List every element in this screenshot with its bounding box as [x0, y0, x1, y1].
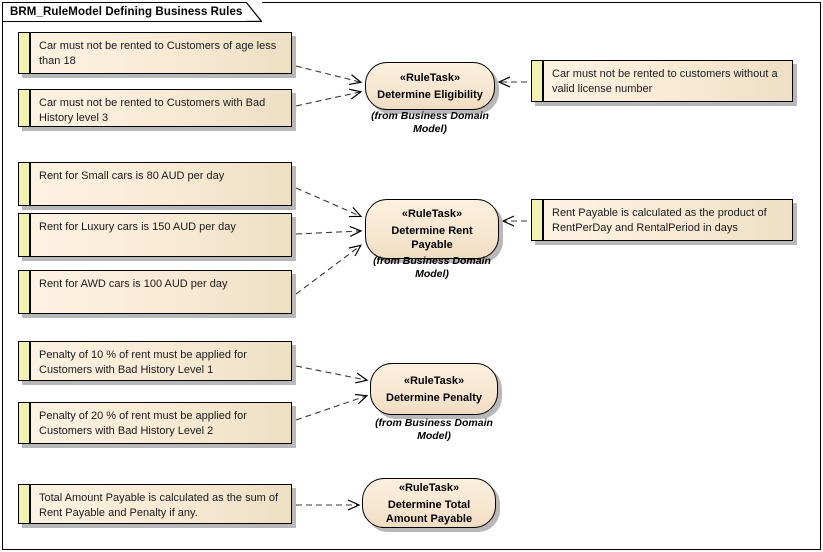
- task-stereotype: «RuleTask»: [403, 374, 465, 387]
- business-rule-note[interactable]: Penalty of 10 % of rent must be applied …: [18, 341, 296, 385]
- rule-task-node[interactable]: «RuleTask» Determine Total Amount Payable: [362, 478, 500, 532]
- rule-task-node[interactable]: «RuleTask» Determine Eligibility: [365, 62, 499, 114]
- note-body: Total Amount Payable is calculated as th…: [18, 484, 292, 524]
- note-body: Car must not be rented to Customers with…: [18, 89, 292, 127]
- business-rule-note[interactable]: Rent for Luxury cars is 150 AUD per day: [18, 213, 296, 261]
- business-rule-note[interactable]: Rent for Small cars is 80 AUD per day: [18, 162, 296, 210]
- rule-task-node[interactable]: «RuleTask» Determine Rent Payable: [365, 199, 503, 263]
- note-accent-stripe: [19, 33, 31, 73]
- note-accent-stripe: [19, 214, 31, 256]
- task-body: «RuleTask» Determine Total Amount Payable: [362, 478, 496, 528]
- task-stereotype: «RuleTask»: [398, 481, 460, 494]
- note-text: Rent Payable is calculated as the produc…: [552, 207, 767, 234]
- note-text: Rent for Luxury cars is 150 AUD per day: [39, 221, 236, 233]
- note-body: Rent for AWD cars is 100 AUD per day: [18, 270, 292, 314]
- note-accent-stripe: [19, 403, 31, 443]
- business-rule-note[interactable]: Total Amount Payable is calculated as th…: [18, 484, 296, 528]
- rule-task-node[interactable]: «RuleTask» Determine Penalty: [370, 363, 502, 419]
- task-package-caption: (from Business Domain Model): [371, 110, 489, 135]
- note-accent-stripe: [19, 271, 31, 313]
- diagram-title-tab[interactable]: BRM_RuleModel Defining Business Rules: [2, 2, 263, 22]
- task-package-caption: (from Business Domain Model): [373, 255, 491, 280]
- note-body: Rent Payable is calculated as the produc…: [531, 199, 793, 241]
- note-accent-stripe: [19, 163, 31, 205]
- note-accent-stripe: [532, 200, 544, 240]
- task-body: «RuleTask» Determine Eligibility: [365, 62, 495, 110]
- task-name-label: Determine Eligibility: [377, 88, 483, 101]
- task-stereotype: «RuleTask»: [401, 207, 463, 220]
- note-body: Penalty of 20 % of rent must be applied …: [18, 402, 292, 444]
- note-body: Rent for Luxury cars is 150 AUD per day: [18, 213, 292, 257]
- note-text: Penalty of 10 % of rent must be applied …: [39, 349, 247, 376]
- task-body: «RuleTask» Determine Penalty: [370, 363, 498, 415]
- diagram-title-label: BRM_RuleModel Defining Business Rules: [10, 6, 243, 18]
- note-body: Car must not be rented to customers with…: [531, 60, 793, 102]
- task-body: «RuleTask» Determine Rent Payable: [365, 199, 499, 259]
- note-text: Car must not be rented to Customers of a…: [39, 40, 277, 67]
- note-body: Rent for Small cars is 80 AUD per day: [18, 162, 292, 206]
- note-accent-stripe: [532, 61, 544, 101]
- business-rule-note[interactable]: Car must not be rented to Customers with…: [18, 89, 296, 131]
- note-text: Penalty of 20 % of rent must be applied …: [39, 410, 247, 437]
- business-rule-note[interactable]: Penalty of 20 % of rent must be applied …: [18, 402, 296, 448]
- task-name-label: Determine Rent Payable: [391, 224, 473, 251]
- note-text: Car must not be rented to Customers with…: [39, 97, 266, 124]
- task-package-caption: (from Business Domain Model): [375, 417, 493, 442]
- task-name-label: Determine Penalty: [386, 391, 482, 404]
- task-stereotype: «RuleTask»: [399, 71, 461, 84]
- note-body: Penalty of 10 % of rent must be applied …: [18, 341, 292, 381]
- tab-slant-edge: [246, 2, 263, 22]
- business-rule-note[interactable]: Car must not be rented to Customers of a…: [18, 32, 296, 78]
- note-accent-stripe: [19, 342, 31, 380]
- task-name-label: Determine Total Amount Payable: [385, 498, 473, 525]
- note-text: Total Amount Payable is calculated as th…: [39, 492, 279, 519]
- note-text: Rent for AWD cars is 100 AUD per day: [39, 278, 228, 290]
- note-accent-stripe: [19, 485, 31, 523]
- business-rule-note[interactable]: Rent Payable is calculated as the produc…: [531, 199, 797, 245]
- business-rule-note[interactable]: Rent for AWD cars is 100 AUD per day: [18, 270, 296, 318]
- note-text: Rent for Small cars is 80 AUD per day: [39, 170, 225, 182]
- note-body: Car must not be rented to Customers of a…: [18, 32, 292, 74]
- note-accent-stripe: [19, 90, 31, 126]
- business-rule-note[interactable]: Car must not be rented to customers with…: [531, 60, 797, 106]
- note-text: Car must not be rented to customers with…: [552, 68, 778, 95]
